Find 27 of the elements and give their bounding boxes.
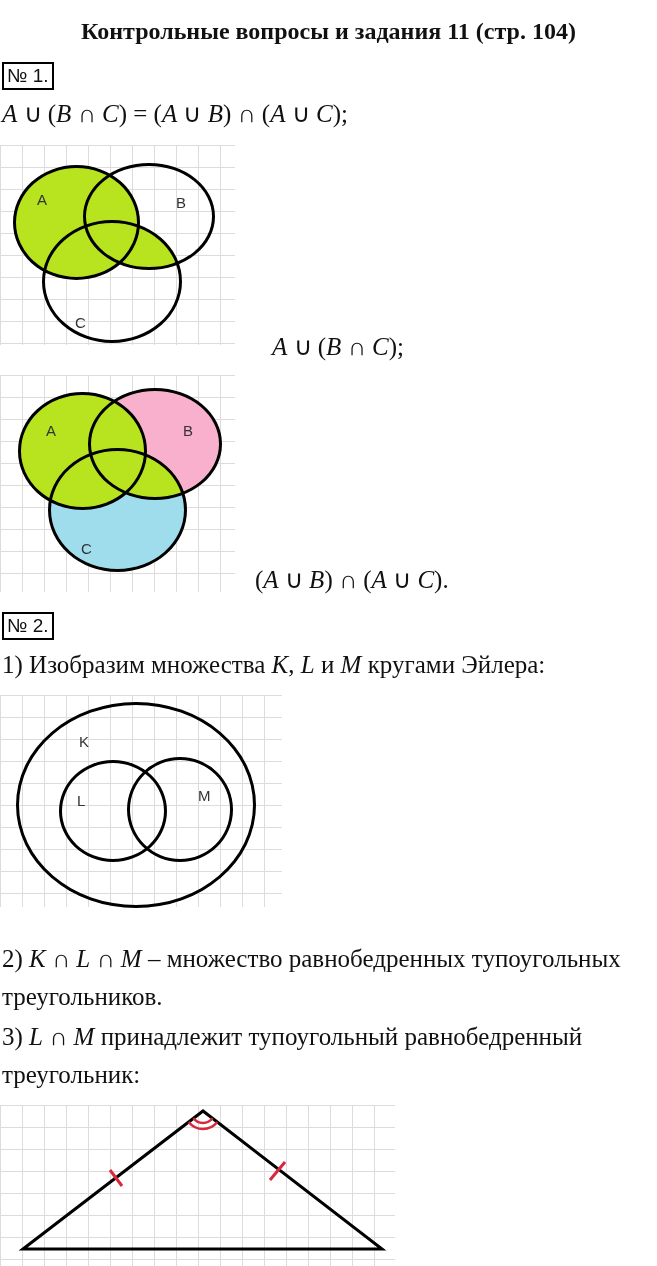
set-circle [127, 757, 233, 862]
set-label: C [81, 541, 92, 557]
task-text: 2) K ∩ L ∩ M – множество равнобедренных тупоугольных треугольников. [2, 944, 622, 1012]
set-formula: A ∪ (B ∩ C); [272, 332, 404, 362]
set-label: M [198, 788, 211, 804]
set-circle [13, 165, 140, 280]
task-number: № 2. [2, 612, 54, 640]
set-circle [16, 702, 256, 908]
set-circle [88, 388, 222, 500]
set-circle [59, 760, 167, 862]
set-circle [18, 392, 147, 510]
set-label: A [37, 192, 47, 208]
set-formula: (A ∪ B) ∩ (A ∪ C). [255, 565, 449, 596]
set-label: C [75, 315, 86, 331]
page-title: Контрольные вопросы и задания 11 (стр. 104) [80, 17, 577, 46]
set-label: K [79, 734, 89, 750]
set-circle [42, 220, 182, 343]
task-text: 3) L ∩ M принадлежит тупоугольный равнобедренный треугольник: [2, 1022, 584, 1090]
set-formula: A ∪ (B ∩ C) = (A ∪ B) ∩ (A ∪ C); [2, 99, 348, 130]
set-circle [83, 163, 215, 270]
set-circle [48, 448, 187, 572]
set-label: A [46, 423, 56, 439]
task-text: 1) Изобразим множества K, L и M кругами Эйлера: [2, 650, 547, 681]
set-label: B [183, 423, 193, 439]
set-label: L [77, 793, 86, 809]
set-label: B [176, 195, 186, 211]
task-number: № 1. [2, 62, 54, 90]
